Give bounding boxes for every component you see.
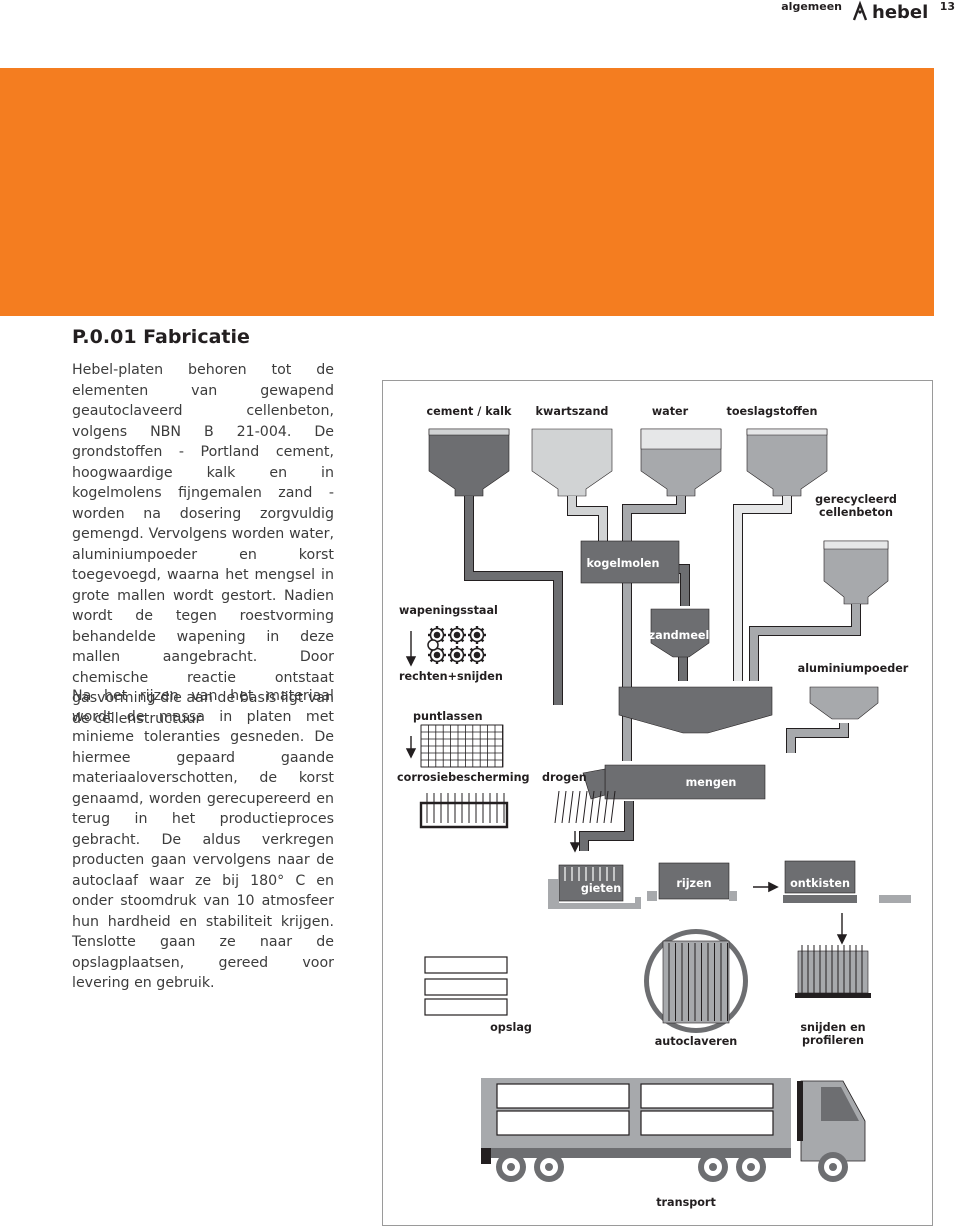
snijden-block xyxy=(795,945,871,998)
gear-icons xyxy=(428,626,486,664)
wapening-arrow-icon xyxy=(405,631,417,759)
mixer-hopper xyxy=(618,686,773,734)
label-gerecycleerd: gerecycleerd cellenbeton xyxy=(815,493,897,519)
autoclave xyxy=(644,929,748,1033)
label-water: water xyxy=(651,405,689,418)
gieten-tray xyxy=(548,879,641,909)
gieten-mould xyxy=(558,864,624,902)
pipe-toeslag xyxy=(733,496,792,681)
drogen-bar xyxy=(603,790,609,824)
orange-banner xyxy=(0,68,934,316)
label-wapeningsstaal: wapeningsstaal xyxy=(399,604,498,617)
label-aluminiumpoeder: aluminiumpoeder xyxy=(797,662,909,675)
wheel-icon xyxy=(698,1152,728,1182)
label-drogen: drogen xyxy=(542,771,587,784)
label-toeslagstoffen: toeslagstoffen xyxy=(726,405,818,418)
puntlassen-mesh xyxy=(420,724,504,768)
label-zandmeel: zandmeel xyxy=(648,629,710,642)
label-opslag: opslag xyxy=(490,1021,532,1034)
ontkisten-box xyxy=(784,860,856,894)
ontkisten-base xyxy=(783,895,857,903)
gear-icon xyxy=(468,626,486,644)
drogen-bar xyxy=(575,790,581,824)
intro-paragraph: Hebel-platen behoren tot de elementen va… xyxy=(72,362,334,727)
pipe-mixer-out xyxy=(579,801,634,851)
water-hopper xyxy=(640,428,722,497)
corrosie-tank xyxy=(419,793,509,829)
pipe-kwartszand-inner xyxy=(568,496,607,541)
pipe-alu-inner xyxy=(787,723,848,753)
down-arrow-ontkisten xyxy=(836,913,848,945)
label-cement-kalk: cement / kalk xyxy=(426,405,512,418)
small-gear-icon xyxy=(427,639,439,651)
down-arrow-drogen xyxy=(569,831,581,853)
pipe-cement-inner xyxy=(465,496,562,705)
label-ontkisten: ontkisten xyxy=(790,877,850,890)
drogen-bar xyxy=(561,790,567,824)
wheel-icon xyxy=(736,1152,766,1182)
label-rechten-snijden: rechten+snijden xyxy=(399,670,503,683)
pipe-alu xyxy=(786,723,849,753)
drogen-bar xyxy=(589,790,595,824)
gear-icon xyxy=(448,646,466,664)
pipe-kogelmolen-inner xyxy=(678,565,689,606)
drogen-bar xyxy=(568,790,574,824)
gear-icon xyxy=(468,646,486,664)
wheel-icon xyxy=(534,1152,564,1182)
drogen-bar xyxy=(610,790,616,824)
gerecycleerd-hopper xyxy=(823,540,889,605)
page-number: 13 xyxy=(939,0,955,13)
hebel-logo: hebel xyxy=(846,0,932,26)
logo-mark-icon xyxy=(852,0,868,21)
wheel-icon xyxy=(818,1152,848,1182)
kogelmolen-box xyxy=(580,540,680,584)
gear-icon xyxy=(448,626,466,644)
cement-hopper xyxy=(428,428,510,497)
rijzen-box xyxy=(658,862,730,900)
label-mengen: mengen xyxy=(685,776,737,789)
toeslagstoffen-hopper xyxy=(746,428,828,497)
kwartszand-hopper xyxy=(531,428,613,497)
drogen-bar xyxy=(596,790,602,824)
gear-icon xyxy=(428,626,446,644)
label-corrosiebescherming: corrosiebescherming xyxy=(397,771,530,784)
pipe-recycle-inner xyxy=(750,604,860,681)
label-puntlassen: puntlassen xyxy=(413,710,483,723)
label-kogelmolen: kogelmolen xyxy=(586,557,660,570)
pipe-mixer-out-inner xyxy=(580,801,633,851)
process-paragraph: Na het rijzen van het materiaal wordt de… xyxy=(72,688,334,991)
arrow-rijzen-ontkisten-icon xyxy=(753,881,779,893)
label-kwartszand: kwartszand xyxy=(535,405,609,418)
label-transport: transport xyxy=(656,1196,716,1209)
pipe-water-inner xyxy=(623,496,685,761)
header-section-label: algemeen xyxy=(781,0,842,13)
pipe-toeslag-inner xyxy=(734,496,791,681)
page-title: P.0.01 Fabricatie xyxy=(72,326,250,348)
drogen-bar xyxy=(554,790,560,824)
fabrication-diagram: cement / kalk kwartszand water toeslagst… xyxy=(382,380,933,1226)
drogen-bars xyxy=(554,790,616,824)
label-autoclaveren: autoclaveren xyxy=(654,1035,738,1048)
wheel-icon xyxy=(496,1152,526,1182)
aluminium-hopper xyxy=(809,686,879,720)
pipe-kwartszand xyxy=(567,496,608,541)
drogen-bar xyxy=(582,790,588,824)
opslag-stack xyxy=(424,956,508,1016)
label-rijzen: rijzen xyxy=(676,877,712,890)
zandmeel-funnel xyxy=(650,608,710,658)
brand-name: hebel xyxy=(872,2,928,22)
truck xyxy=(481,1078,866,1182)
label-gieten: gieten xyxy=(580,882,622,895)
label-snijden-profileren: snijden en profileren xyxy=(800,1021,866,1047)
